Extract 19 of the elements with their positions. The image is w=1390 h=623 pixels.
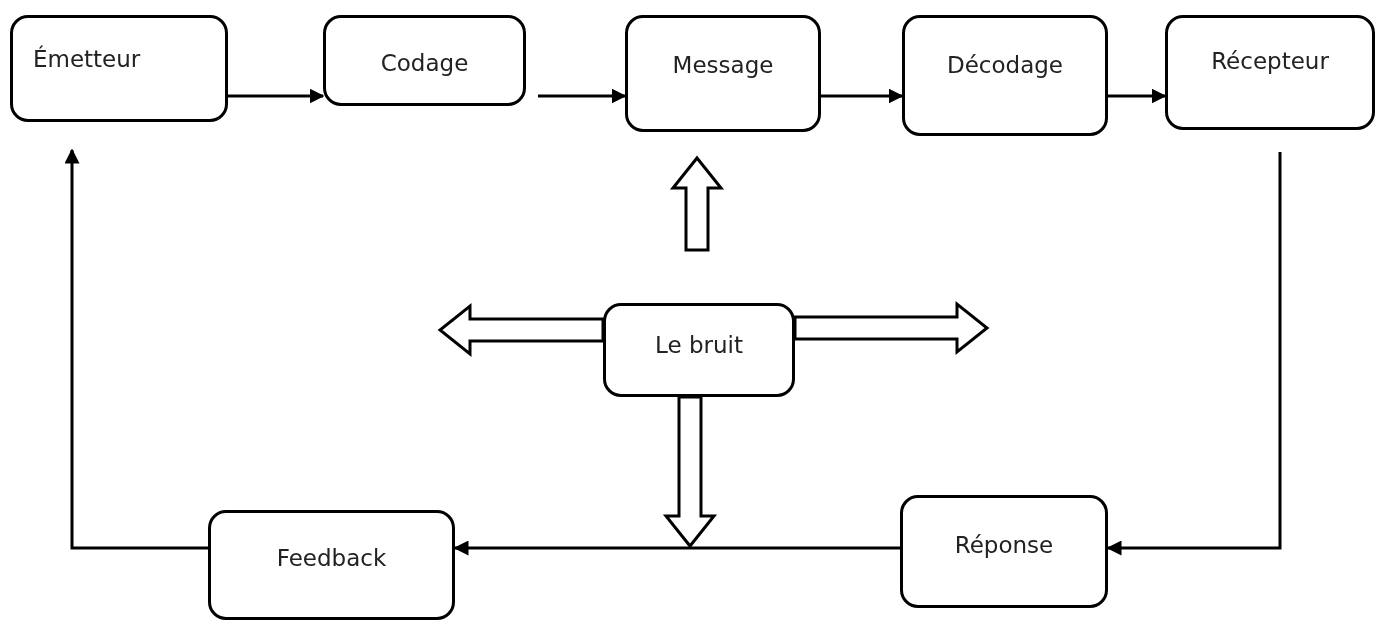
arrow xyxy=(1106,152,1282,556)
arrow xyxy=(1108,88,1167,104)
arrow xyxy=(228,88,325,104)
arrow xyxy=(538,88,627,104)
arrow xyxy=(821,88,904,104)
process-box: Récepteur xyxy=(1165,15,1375,130)
process-box: Réponse xyxy=(900,495,1108,608)
process-box: Décodage xyxy=(902,15,1108,136)
arrow xyxy=(453,540,900,556)
arrow xyxy=(64,148,208,550)
hollow-arrow xyxy=(669,155,725,252)
process-box: Émetteur xyxy=(10,15,228,122)
process-box: Codage xyxy=(323,15,526,106)
process-box: Le bruit xyxy=(603,303,795,397)
hollow-arrow xyxy=(437,302,605,358)
hollow-arrow xyxy=(793,300,990,356)
hollow-arrow xyxy=(662,395,718,549)
process-box: Message xyxy=(625,15,821,132)
process-box: Feedback xyxy=(208,510,455,620)
